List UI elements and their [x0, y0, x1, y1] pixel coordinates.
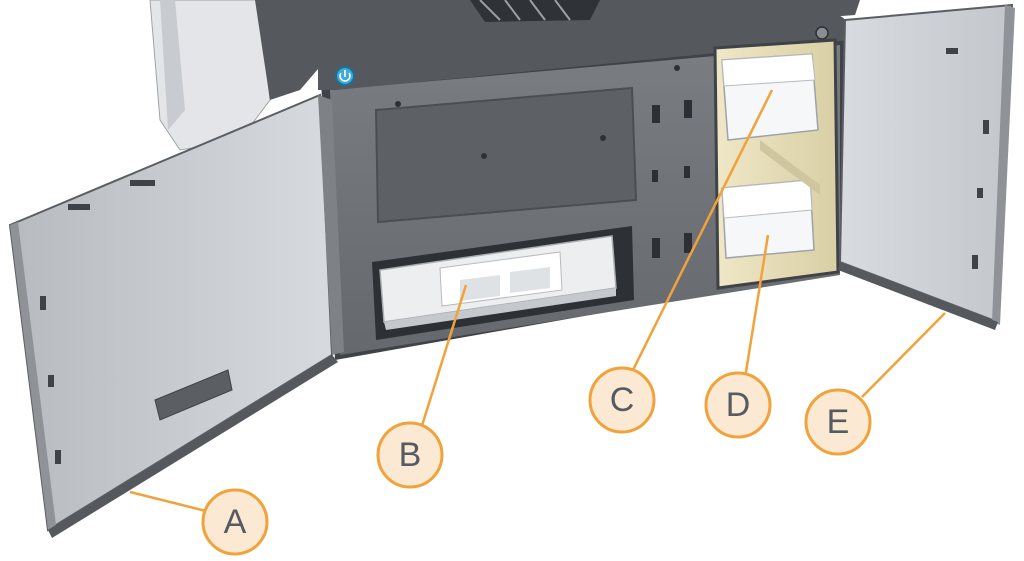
callout-d: D	[704, 371, 772, 439]
door-handle[interactable]	[154, 369, 233, 421]
callout-c-label: C	[610, 381, 635, 419]
callout-c: C	[588, 366, 656, 434]
latch-slots	[652, 100, 692, 258]
callout-b-label: B	[399, 436, 422, 474]
callout-a: A	[201, 488, 269, 556]
callout-leaders	[129, 89, 946, 514]
callout-e: E	[804, 388, 872, 456]
screw-icon	[815, 26, 829, 40]
callout-a-label: A	[224, 503, 247, 541]
callout-e-label: E	[827, 403, 850, 441]
recessed-panel	[374, 86, 638, 224]
instrument-cabinet	[318, 14, 850, 360]
left-door-a	[8, 93, 344, 538]
callout-b: B	[376, 421, 444, 489]
right-door-e	[838, 3, 1015, 330]
callout-d-label: D	[726, 386, 751, 424]
